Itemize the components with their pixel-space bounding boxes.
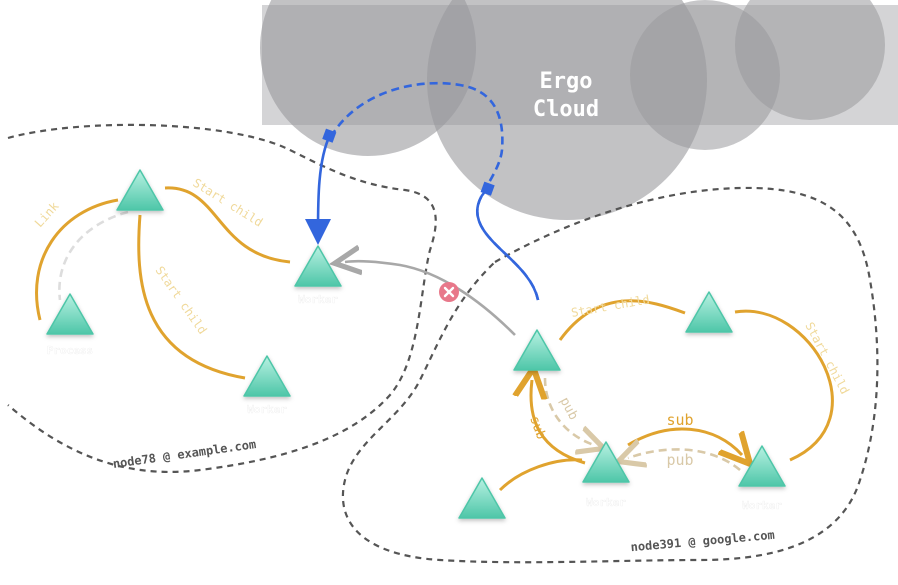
node78-boundary [7,123,437,474]
node78-label: node78 @ example.com [112,437,257,471]
cloud-title-line1: Ergo [540,69,593,94]
proxy-entry-node [480,181,495,196]
pub-2-line [628,449,741,471]
start-child-2-line [137,214,246,380]
process-right-worker-right[interactable] [738,445,786,487]
left-process-label: Process [47,344,93,357]
process-right-worker-mid[interactable] [582,441,630,483]
process-left-worker-bottom[interactable] [243,355,291,397]
node391-boundary [341,186,879,564]
direct-link-blocked [345,261,516,336]
start-child-3-label: Start child [570,292,651,320]
right-worker-mid-label: Worker [586,496,626,509]
ergo-cloud [260,0,898,220]
proxy-exit-node [322,128,337,143]
start-child-4-line [734,309,834,462]
left-link-label: Link [32,199,62,230]
process-left-worker-top[interactable] [294,245,342,287]
pub-2-label: pub [666,451,693,469]
left-link-orange [35,198,119,321]
start-child-3-line [558,299,686,341]
process-left-supervisor[interactable] [116,169,164,211]
start-child-1-line [164,186,291,264]
proxy-entry-line [476,187,540,301]
blocked-icon [439,282,459,302]
pub-1-line [543,377,594,445]
start-child-4-label: Start child [802,320,852,397]
process-right-bottom-left[interactable] [458,477,506,519]
left-worker-bottom-label: Worker [247,403,287,416]
bottom-left-link [498,458,583,492]
process-left-process[interactable] [46,293,94,335]
left-worker-top-label: Worker [298,293,338,306]
start-child-2-label: Start child [153,264,210,337]
process-right-child-top[interactable] [685,291,733,333]
pub-1-label: pub [556,395,580,423]
left-link-dashed [58,210,129,301]
cloud-proxy-path [330,81,540,301]
process-right-supervisor[interactable] [513,329,561,371]
sub-1-line [531,380,586,465]
proxy-exit-line [305,134,332,245]
node391-label: node391 @ google.com [630,528,775,555]
right-worker-right-label: Worker [742,499,782,512]
sub-2-label: sub [666,411,693,429]
cloud-title-line2: Cloud [533,97,599,122]
sub-1-label: sub [526,414,548,441]
sub-2-line [627,427,742,455]
